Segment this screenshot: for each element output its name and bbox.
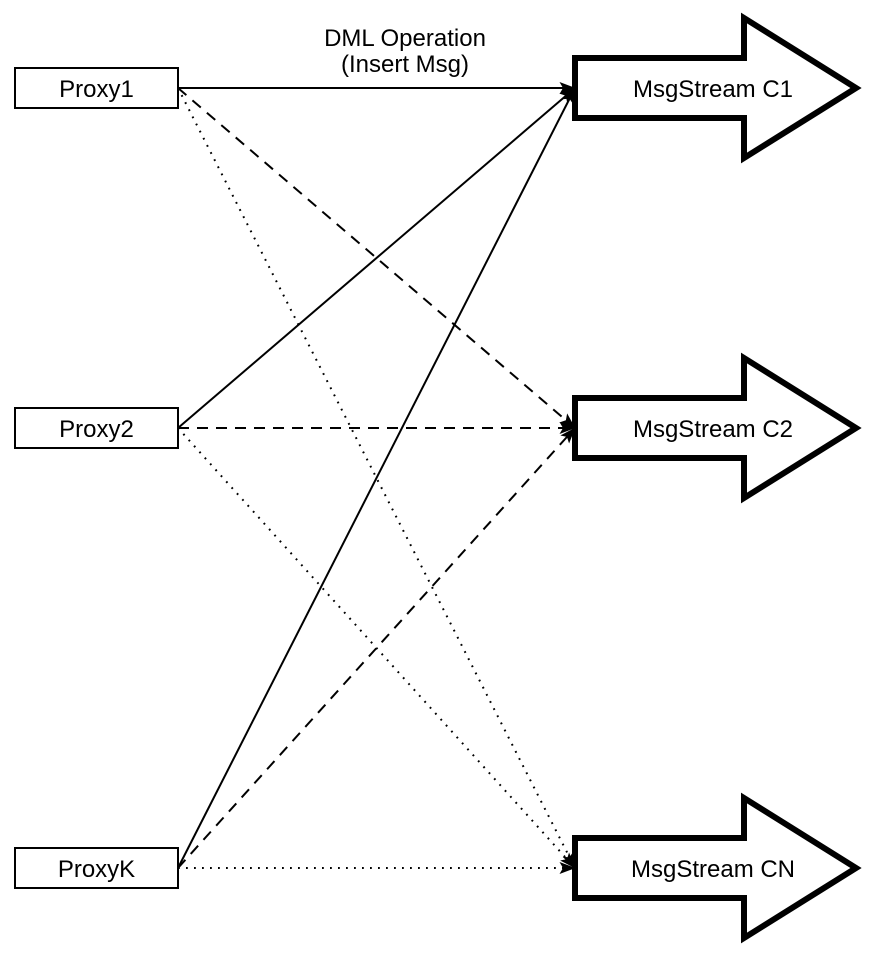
node-msgstream-c2: MsgStream C2 <box>572 352 862 504</box>
edges-layer <box>177 82 576 874</box>
node-msgstream-cn: MsgStream CN <box>572 792 862 944</box>
edge-proxy2-cn <box>177 427 576 869</box>
node-proxyk: ProxyK <box>14 847 179 889</box>
edge-label-line2: (Insert Msg) <box>341 51 469 78</box>
edge-proxy2-c1 <box>177 87 576 429</box>
node-msgstream-c1: MsgStream C1 <box>572 12 862 164</box>
edge-proxy1-cn <box>177 87 576 869</box>
node-proxy2: Proxy2 <box>14 407 179 449</box>
edge-label-line1: DML Operation <box>324 25 486 52</box>
node-msgstream-c2-label: MsgStream C2 <box>633 416 793 443</box>
node-proxy1: Proxy1 <box>14 67 179 109</box>
edge-proxyk-c1 <box>177 87 576 869</box>
node-proxy2-label: Proxy2 <box>59 416 134 443</box>
node-proxy1-label: Proxy1 <box>59 76 134 103</box>
edge-label-dml-operation: DML Operation (Insert Msg) <box>324 25 486 78</box>
node-msgstream-cn-label: MsgStream CN <box>631 856 795 883</box>
node-proxyk-label: ProxyK <box>58 856 135 883</box>
edge-proxyk-c2 <box>177 427 576 869</box>
node-msgstream-c1-label: MsgStream C1 <box>633 76 793 103</box>
